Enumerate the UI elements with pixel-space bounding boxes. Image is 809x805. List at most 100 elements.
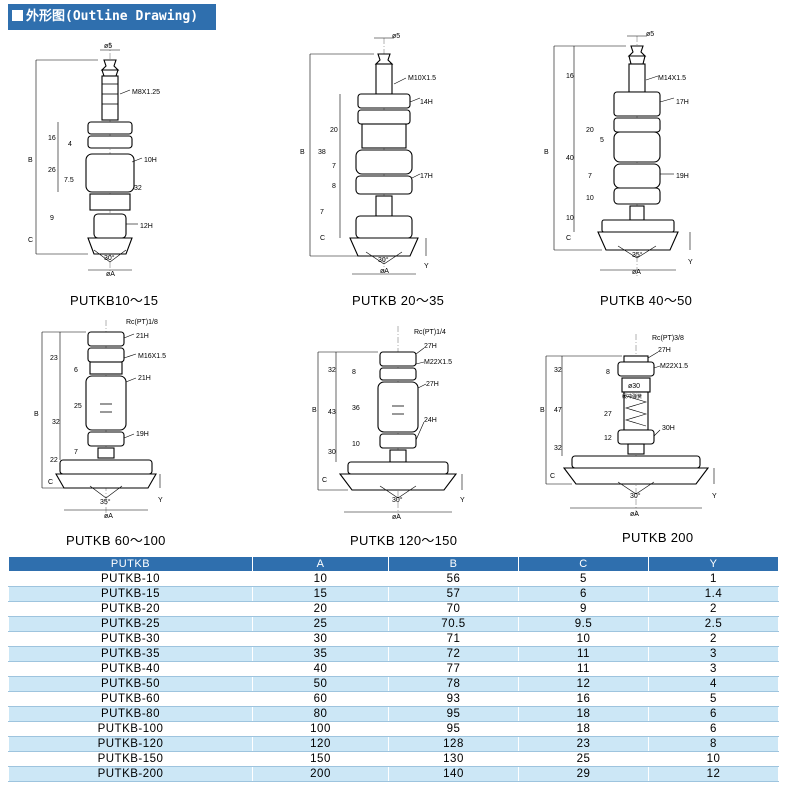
drawing-label: 20: [586, 127, 594, 134]
drawing-label: 8: [352, 369, 356, 376]
drawing-label: 14H: [420, 99, 433, 106]
drawing-label: B: [312, 407, 317, 414]
drawing-label: 缓冲弹簧: [622, 393, 642, 400]
drawing-label: 32: [554, 445, 562, 452]
table-cell: 8: [648, 736, 779, 752]
drawing-label: 36: [352, 405, 360, 412]
drawing-label: M8X1.25: [132, 89, 160, 96]
drawing-label: 12: [604, 435, 612, 442]
drawing-label: 16: [48, 135, 56, 142]
table-cell: 2: [648, 631, 779, 647]
table-cell: 25: [252, 616, 389, 632]
table-cell: 6: [648, 721, 779, 737]
table-cell: 60: [252, 691, 389, 707]
table-cell: 1.4: [648, 586, 779, 602]
drawing-label: 27H: [426, 381, 439, 388]
drawing-label: 16: [566, 73, 574, 80]
table-cell: 18: [518, 706, 649, 722]
drawing-label: 21H: [138, 375, 151, 382]
drawing-label: 7: [588, 173, 592, 180]
drawing-label: 22: [50, 457, 58, 464]
table-cell: 200: [252, 766, 389, 782]
table-cell: 56: [388, 571, 519, 587]
drawing-label: ø5: [104, 43, 112, 50]
drawing-label: 25: [74, 403, 82, 410]
drawing-putkb-60-100: 35° øA B C 23 6 25 32 22 7 Y Rc(PT)1/8 2…: [30, 312, 180, 522]
drawing-label: B: [540, 407, 545, 414]
drawing-label: 30: [328, 449, 336, 456]
table-cell: 15: [252, 586, 389, 602]
drawing-label: Rc(PT)1/4: [414, 329, 446, 336]
drawing-caption: PUTKB 20～35: [352, 293, 445, 308]
drawing-label: 32: [554, 367, 562, 374]
table-cell: 70: [388, 601, 519, 617]
drawing-label: Rc(PT)1/8: [126, 319, 158, 326]
table-cell: 3: [648, 661, 779, 677]
drawing-label: 27: [604, 411, 612, 418]
drawing-label: 10: [566, 215, 574, 222]
table-cell: 10: [518, 631, 649, 647]
drawing-label: 27H: [424, 343, 437, 350]
drawing-label: 10H: [144, 157, 157, 164]
table-cell: 71: [388, 631, 519, 647]
drawing-label: 17H: [420, 173, 433, 180]
drawing-label: 43: [328, 409, 336, 416]
drawing-label: C: [550, 473, 555, 480]
drawing-label: 47: [554, 407, 562, 414]
drawing-label: 24H: [424, 417, 437, 424]
drawing-label: C: [322, 477, 327, 484]
table-cell: 5: [518, 571, 649, 587]
drawing-label: M16X1.5: [138, 353, 166, 360]
drawing-label: C: [48, 479, 53, 486]
table-cell: 120: [252, 736, 389, 752]
table-cell: PUTKB-80: [8, 706, 253, 722]
drawing-label: M10X1.5: [408, 75, 436, 82]
drawing-caption: PUTKB 40～50: [600, 293, 693, 308]
table-cell: 95: [388, 721, 519, 737]
column-header-b: B: [388, 556, 519, 572]
table-header-row: PUTKB A B C Y: [8, 556, 779, 572]
table-cell: 18: [518, 721, 649, 737]
drawing-label: 12H: [140, 223, 153, 230]
drawing-label: 35°: [100, 498, 111, 506]
drawing-label: 7: [332, 163, 336, 170]
table-cell: PUTKB-120: [8, 736, 253, 752]
table-cell: 11: [518, 646, 649, 662]
drawing-label: 30°: [104, 254, 115, 262]
table-cell: 70.5: [388, 616, 519, 632]
drawing-label: 32: [134, 185, 142, 192]
table-cell: 23: [518, 736, 649, 752]
drawing-putkb-40-50: ø5 35° øA B C 16 20 5 40 7 10 10 Y M14X1…: [540, 28, 710, 278]
drawing-label: 20: [330, 127, 338, 134]
drawing-putkb-120-150: 30° øA B C 32 8 43 36 30 10 Y Rc(PT)1/4 …: [312, 322, 482, 522]
drawing-caption: PUTKB 60～100: [66, 533, 166, 548]
table-cell: 16: [518, 691, 649, 707]
table-cell: 10: [648, 751, 779, 767]
drawing-label: B: [300, 149, 305, 156]
drawing-label: 10: [352, 441, 360, 448]
section-title-text: 外形图(Outline Drawing): [26, 9, 199, 24]
drawing-label: 30°: [392, 496, 403, 504]
drawing-label: 7: [74, 449, 78, 456]
section-title: 外形图(Outline Drawing): [8, 4, 216, 30]
drawing-label: øA: [630, 511, 639, 518]
drawing-label: 23: [50, 355, 58, 362]
drawing-label: Y: [712, 493, 717, 500]
drawing-label: C: [320, 235, 325, 242]
drawing-label: M22X1.5: [424, 359, 452, 366]
column-header-a: A: [252, 556, 389, 572]
table-cell: 77: [388, 661, 519, 677]
table-cell: 29: [518, 766, 649, 782]
table-cell: PUTKB-35: [8, 646, 253, 662]
table-cell: PUTKB-30: [8, 631, 253, 647]
drawing-label: 17H: [676, 99, 689, 106]
table-cell: PUTKB-150: [8, 751, 253, 767]
